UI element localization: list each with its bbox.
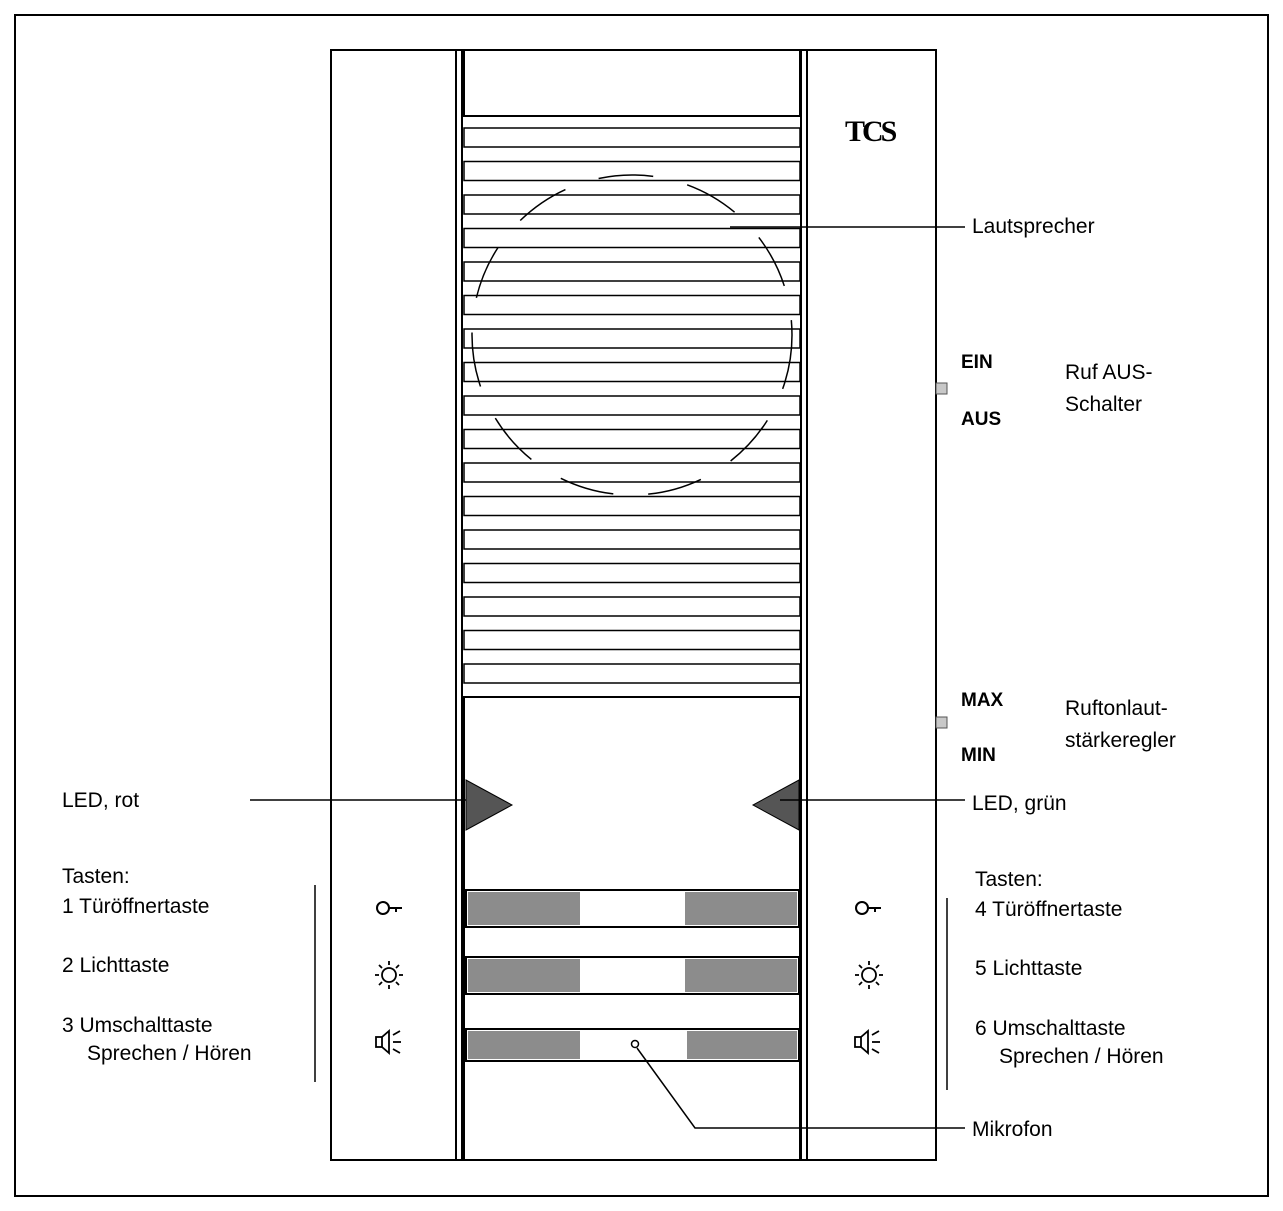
speaker-circle [471, 174, 793, 496]
key-icon-right [855, 901, 881, 915]
grille-slot [463, 596, 801, 617]
label-rufton-2: stärkeregler [1065, 729, 1176, 752]
left-key-1: 1 Türöffnertaste [62, 895, 210, 918]
microphone-hole [630, 1039, 640, 1049]
outer-frame [14, 14, 1269, 1197]
button-row-1[interactable] [465, 889, 800, 928]
grille-slot [463, 328, 801, 349]
grille-slot [463, 361, 801, 383]
led-green [751, 779, 800, 831]
lower-panel [463, 696, 801, 1161]
label-aus: AUS [961, 409, 1002, 430]
grille-slot [463, 663, 801, 684]
key-icon [376, 901, 402, 915]
speaker-icon [375, 1029, 401, 1055]
nameplate [463, 49, 801, 117]
label-led-rot: LED, rot [62, 789, 140, 812]
tcs-logo: TCS [845, 115, 897, 148]
ruf-aus-switch[interactable] [935, 382, 948, 395]
grille-slot [463, 294, 801, 316]
label-ruf-aus-2: Schalter [1065, 393, 1143, 416]
grille-slot [463, 261, 801, 282]
grille-slot [463, 462, 801, 483]
left-key-2: 2 Lichttaste [62, 954, 170, 977]
label-min: MIN [961, 745, 996, 766]
grille-slot [463, 495, 801, 517]
grille-slot [463, 127, 801, 148]
label-rufton-1: Ruftonlaut- [1065, 697, 1168, 720]
grille-slot [463, 227, 801, 249]
label-lautsprecher: Lautsprecher [972, 215, 1095, 238]
speaker-grille [463, 127, 801, 684]
sun-icon-right [855, 961, 883, 989]
label-mikrofon: Mikrofon [972, 1118, 1053, 1141]
grille-slot [463, 562, 801, 584]
grille-slot [463, 428, 801, 450]
sun-icon [375, 961, 403, 989]
grille-slot [463, 160, 801, 182]
right-key-6-line2: Sprechen / Hören [999, 1045, 1164, 1068]
grille-slot [463, 194, 801, 215]
button-row-2[interactable] [465, 956, 800, 995]
label-max: MAX [961, 690, 1004, 711]
right-key-5: 5 Lichttaste [975, 957, 1083, 980]
button-row-3[interactable] [465, 1028, 800, 1062]
led-red [465, 779, 514, 831]
left-keys-heading: Tasten: [62, 865, 130, 888]
grille-slot [463, 529, 801, 550]
left-key-3-line2: Sprechen / Hören [87, 1042, 252, 1065]
volume-slider[interactable] [935, 716, 948, 729]
right-key-4: 4 Türöffnertaste [975, 898, 1123, 921]
label-led-gruen: LED, grün [972, 792, 1067, 815]
grille-slot [463, 629, 801, 651]
right-key-6-line1: 6 Umschalttaste [975, 1017, 1126, 1040]
label-ein: EIN [961, 352, 993, 373]
right-keys-heading: Tasten: [975, 868, 1043, 891]
speaker-icon-right [854, 1029, 880, 1055]
leader-mikrofon [636, 1047, 965, 1129]
label-ruf-aus-1: Ruf AUS- [1065, 361, 1153, 384]
left-key-3-line1: 3 Umschalttaste [62, 1014, 213, 1037]
grille-slot [463, 395, 801, 416]
